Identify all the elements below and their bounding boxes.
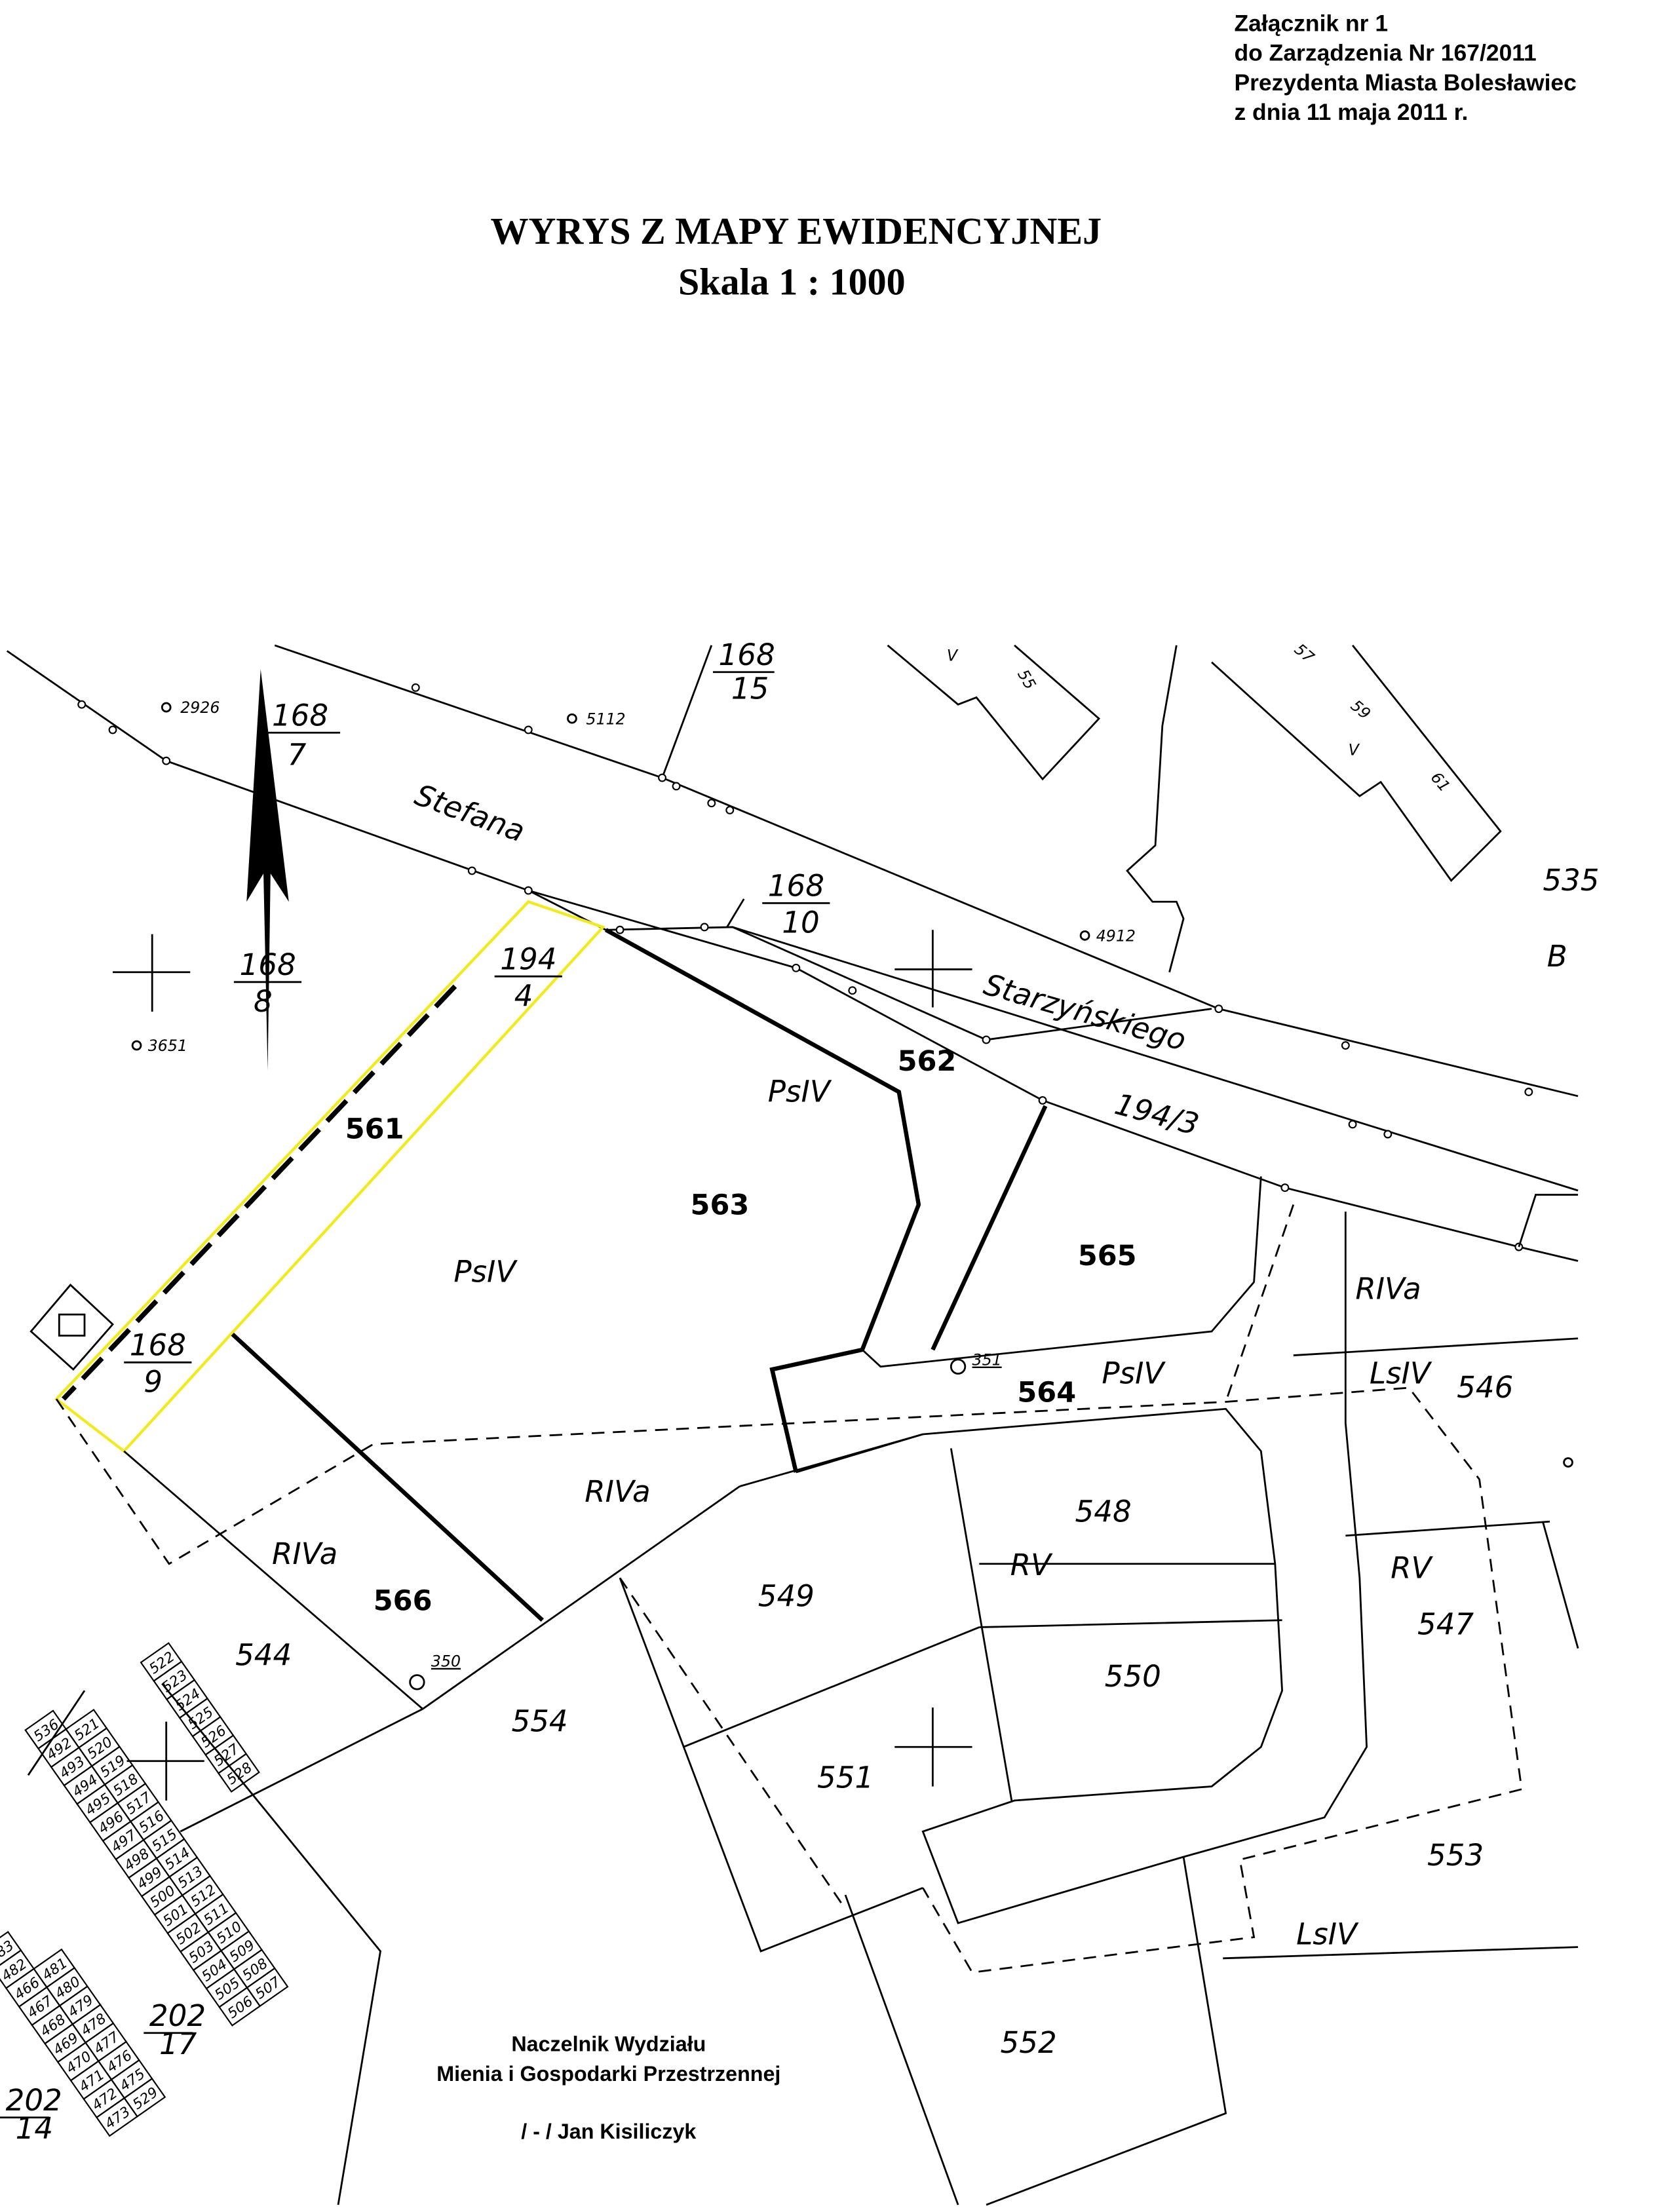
- fraction-denominator: 15: [731, 672, 769, 706]
- building-label: V: [1349, 741, 1360, 759]
- signatory-title: Naczelnik Wydziału: [511, 2032, 706, 2056]
- fraction-denominator: 8: [254, 984, 273, 1019]
- parcel-number: 546: [1457, 1370, 1513, 1405]
- attachment-header: Załącznik nr 1 do Zarządzenia Nr 167/201…: [1234, 10, 1576, 124]
- land-class: RV: [1010, 1548, 1053, 1582]
- point-number: 350: [431, 1652, 461, 1671]
- parcel-number: 535: [1543, 863, 1599, 898]
- fraction-denominator: 4: [514, 978, 533, 1013]
- parcel-number: 563: [691, 1189, 750, 1222]
- fraction-numerator: 202: [6, 2083, 62, 2118]
- parcel-boundary: [661, 645, 713, 778]
- small-building-icon: [29, 1284, 114, 1371]
- fraction-numerator: 168: [768, 869, 824, 904]
- road-edge: [732, 926, 1579, 1192]
- parcel-561-boundary: [62, 984, 457, 1401]
- parcel-number: 547: [1417, 1607, 1474, 1641]
- fraction-denominator: 10: [782, 906, 819, 940]
- point-number: 2926: [180, 698, 220, 717]
- parcel-number: 544: [235, 1638, 292, 1673]
- north-arrow-icon: [246, 669, 289, 1071]
- fraction-numerator: 168: [240, 947, 296, 982]
- point-number: 4912: [1096, 926, 1136, 945]
- boundary: [1126, 645, 1185, 973]
- building-label: 61: [1427, 769, 1454, 795]
- parcel-number: 565: [1078, 1240, 1137, 1272]
- header-line: Prezydenta Miasta Bolesławiec: [1234, 69, 1576, 96]
- land-class: RIVa: [1355, 1272, 1421, 1306]
- header-line: Załącznik nr 1: [1234, 10, 1388, 36]
- parcel-number: 564: [1017, 1377, 1076, 1409]
- fraction-denominator: 7: [288, 738, 307, 772]
- scale-label: Skala 1 : 1000: [678, 261, 906, 303]
- land-class: LsIV: [1296, 1916, 1359, 1951]
- header-line: do Zarządzenia Nr 167/2011: [1234, 40, 1536, 66]
- land-use-boundaries: [55, 1204, 1523, 1974]
- parcel-number: 562: [898, 1045, 957, 1078]
- point-number: 3651: [148, 1037, 187, 1055]
- parcel-number: 553: [1427, 1838, 1484, 1873]
- building-label: 57: [1291, 640, 1318, 667]
- building-label: V: [947, 647, 959, 665]
- building: [887, 644, 1101, 781]
- grid-cross-icon: [113, 930, 972, 1801]
- fraction-text: 194/3: [1111, 1086, 1202, 1142]
- parcel-boundary: [726, 898, 745, 928]
- page-title: WYRYS Z MAPY EWIDENCYJNEJ: [490, 210, 1102, 252]
- header-line: z dnia 11 maja 2011 r.: [1234, 99, 1468, 125]
- land-class: RIVa: [272, 1536, 337, 1571]
- signatory-department: Mienia i Gospodarki Przestrzennej: [436, 2062, 780, 2086]
- signatory-name: / - / Jan Kisiliczyk: [521, 2120, 696, 2143]
- building: [1211, 645, 1502, 883]
- fraction-numerator: 168: [719, 638, 775, 672]
- parcel-number: 566: [374, 1585, 432, 1618]
- fraction-denominator: 9: [144, 1364, 163, 1399]
- land-class: RIVa: [585, 1474, 650, 1509]
- parcel-number: 550: [1105, 1659, 1161, 1694]
- building-label: 59: [1347, 696, 1374, 723]
- land-class: LsIV: [1370, 1356, 1432, 1391]
- land-class: PsIV: [453, 1255, 518, 1289]
- fraction-denominator: 17: [159, 2027, 197, 2061]
- parcel-number: 548: [1075, 1494, 1132, 1529]
- fraction-numerator: 194: [500, 942, 556, 976]
- fraction-numerator: 202: [149, 1998, 206, 2033]
- street-name-stefana: Stefana: [410, 777, 529, 849]
- parcel-fraction-labels: 168716815168101688194416892021720214194/…: [0, 638, 1202, 2146]
- parcel-boundaries: [27, 1176, 1579, 2206]
- parcel-number: 554: [511, 1704, 567, 1739]
- parcel-fraction: 194/3: [1111, 1086, 1202, 1142]
- parcel-number: 549: [758, 1578, 815, 1613]
- building-label: B: [1547, 939, 1567, 974]
- road-edge: [274, 644, 1579, 1097]
- garage-parcels: 5225235245255265275285364924934944954964…: [0, 1642, 289, 2137]
- road-lines: [6, 644, 1579, 1262]
- building-label: 55: [1014, 666, 1039, 693]
- land-class: PsIV: [1102, 1356, 1166, 1391]
- parcel-boundaries-thick: [231, 928, 1048, 1622]
- street-name-starzynskiego: Starzyńskiego: [980, 967, 1190, 1058]
- fraction-numerator: 168: [272, 698, 328, 733]
- control-point-icon: [131, 702, 1573, 1690]
- point-number: 351: [972, 1351, 1002, 1369]
- point-number: 5112: [586, 710, 625, 728]
- parcel-number: 561: [345, 1113, 404, 1145]
- road-edge: [6, 650, 1579, 1262]
- parcel-number: 552: [1001, 2025, 1057, 2060]
- fraction-denominator: 14: [16, 2111, 53, 2146]
- parcel-number: 551: [817, 1761, 874, 1795]
- fraction-numerator: 168: [130, 1328, 186, 1363]
- land-class: RV: [1391, 1550, 1433, 1585]
- land-class: PsIV: [768, 1075, 832, 1109]
